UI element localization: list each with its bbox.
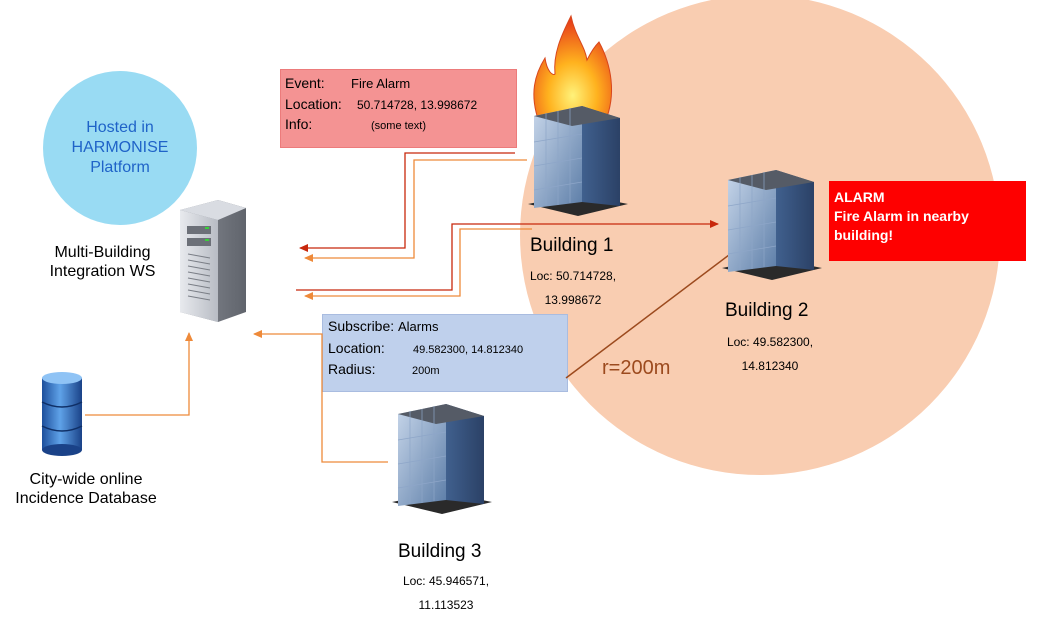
subscribe-location-row: Location: 49.582300, 14.812340 — [328, 340, 523, 358]
ws-line-2: Integration WS — [49, 263, 156, 280]
building2-loc-line-1: Loc: 49.582300, — [726, 335, 814, 349]
alarm-text: ALARM Fire Alarm in nearby building! — [834, 188, 969, 245]
building1-loc-line-2: 13.998672 — [544, 293, 602, 307]
alarm-box — [829, 181, 1026, 261]
subscribe-radius-label: Radius: — [328, 361, 376, 377]
database-label: City-wide online Incidence Database — [0, 470, 172, 508]
event-info-label: Info: — [285, 116, 313, 132]
building2-office-building-icon — [722, 170, 822, 280]
database-arrow-to-ws — [85, 332, 193, 416]
ack-arrow-2 — [304, 228, 532, 300]
ack-arrow-1 — [304, 159, 527, 262]
hosted-line-2: HARMONISE — [71, 139, 169, 156]
building1-name: Building 1 — [530, 235, 614, 256]
fire-icon — [533, 14, 613, 123]
radius-label: r=200m — [602, 357, 671, 379]
database-icon — [41, 372, 83, 456]
building2-loc-line-2: 14.812340 — [741, 359, 799, 373]
subscribe-label: Subscribe: — [328, 318, 395, 334]
building3-office-building-icon — [392, 404, 492, 514]
alarm-title: ALARM — [834, 189, 885, 205]
building1-loc-line-1: Loc: 50.714728, — [529, 269, 617, 283]
event-info-row: Info: (some text) — [285, 116, 426, 134]
event-value: Fire Alarm — [351, 76, 411, 91]
building1-office-building-icon — [528, 106, 628, 216]
subscribe-arrow-to-ws — [253, 330, 388, 463]
alarm-line-1: Fire Alarm in nearby — [834, 208, 969, 224]
hosted-circle — [43, 71, 197, 225]
database-line-1: City-wide online — [29, 471, 143, 488]
alarm-arrow-to-building2 — [296, 220, 719, 291]
event-info-value: (some text) — [371, 120, 427, 132]
subscribe-radius-row: Radius: 200m — [328, 361, 440, 379]
ws-label: Multi-Building Integration WS — [30, 243, 175, 281]
building2-name: Building 2 — [725, 300, 809, 321]
building2-loc: Loc: 49.582300, 14.812340 — [710, 330, 830, 378]
building3-loc-line-1: Loc: 45.946571, — [402, 574, 490, 588]
building3-loc-line-2: 11.113523 — [418, 598, 474, 612]
alarm-line-2: building! — [834, 227, 894, 243]
event-arrow-to-ws — [299, 152, 515, 252]
event-label: Event: — [285, 75, 325, 91]
server-tower-icon — [180, 200, 246, 322]
subscribe-location-label: Location: — [328, 340, 385, 356]
subscribe-location-value: 49.582300, 14.812340 — [413, 344, 524, 356]
event-location-value: 50.714728, 13.998672 — [357, 98, 478, 112]
ws-line-1: Multi-Building — [54, 244, 151, 261]
building3-name: Building 3 — [398, 541, 482, 562]
event-box — [280, 69, 517, 148]
subscribe-radius-value: 200m — [412, 365, 440, 377]
event-location-row: Location: 50.714728, 13.998672 — [285, 96, 477, 114]
subscribe-row: Subscribe:Alarms — [328, 318, 438, 336]
database-line-2: Incidence Database — [15, 490, 157, 507]
subscribe-box — [322, 314, 568, 392]
building1-loc: Loc: 50.714728, 13.998672 — [513, 264, 633, 312]
event-location-label: Location: — [285, 96, 342, 112]
hosted-label: Hosted in HARMONISE Platform — [43, 118, 197, 178]
building3-loc: Loc: 45.946571, 11.113523 — [386, 569, 506, 617]
subscribe-value: Alarms — [398, 319, 439, 334]
hosted-line-3: Platform — [90, 159, 150, 176]
hosted-line-1: Hosted in — [86, 119, 154, 136]
event-row: Event: Fire Alarm — [285, 75, 410, 93]
